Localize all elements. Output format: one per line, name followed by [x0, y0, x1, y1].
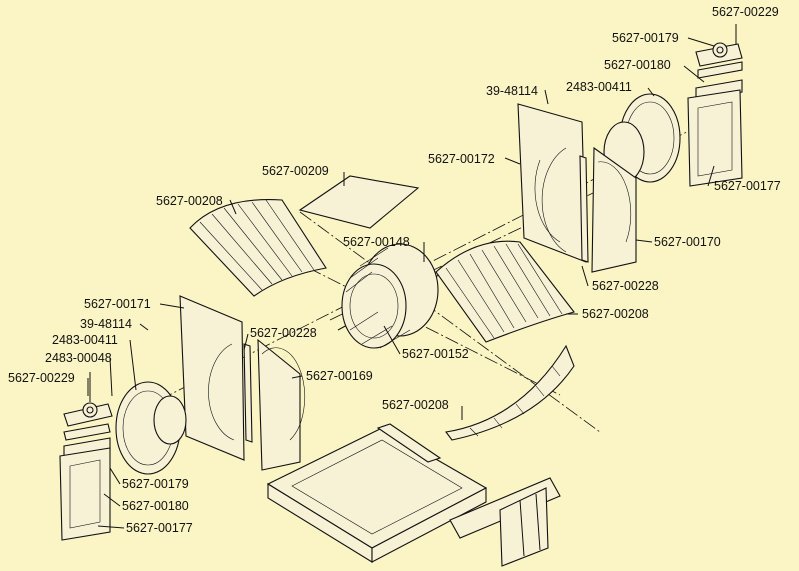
part-label: 39-48114 [486, 84, 538, 98]
right-bearing-assembly [687, 42, 743, 187]
leader-lines [87, 24, 737, 529]
part-label: 5627-00177 [126, 521, 193, 535]
part-label: 5627-00171 [84, 297, 151, 311]
right-scroll-housing [435, 240, 575, 343]
part-label: 5627-00179 [612, 31, 679, 45]
part-labels: 5627-00229 5627-00179 5627-00180 39-4811… [8, 5, 781, 535]
part-label: 2483-00411 [566, 80, 632, 94]
part-label: 5627-00229 [8, 371, 75, 385]
part-label: 5627-00179 [122, 477, 189, 491]
part-label: 5627-00177 [714, 179, 781, 193]
right-inlet-cone [603, 93, 681, 183]
top-cover-plate [298, 175, 420, 229]
part-label: 5627-00208 [382, 398, 449, 412]
part-label: 5627-00228 [250, 326, 317, 340]
part-label: 5627-00208 [156, 194, 223, 208]
right-side-panel [517, 103, 587, 263]
upper-left-scroll [189, 199, 327, 297]
part-label: 5627-00209 [262, 164, 329, 178]
part-label: 5627-00228 [592, 279, 659, 293]
part-label: 5627-00170 [654, 235, 721, 249]
fan-wheel [337, 243, 471, 349]
lower-scroll [445, 344, 575, 441]
part-label: 5627-00172 [428, 152, 495, 166]
left-inlet-cone [115, 381, 187, 475]
left-cutoff-plates [243, 338, 306, 471]
part-label: 5627-00180 [604, 58, 671, 72]
part-label: 2483-00411 [52, 333, 118, 347]
part-label: 5627-00169 [306, 369, 373, 383]
part-label: 5627-00152 [402, 347, 469, 361]
part-label: 5627-00208 [582, 307, 649, 321]
part-label: 39-48114 [80, 317, 132, 331]
part-label: 2483-00048 [45, 351, 112, 365]
base-frame [266, 423, 561, 567]
left-bearing-assembly [59, 372, 113, 541]
right-cutoff-plates [579, 146, 637, 273]
left-side-panel [179, 295, 245, 461]
part-label: 5627-00180 [122, 499, 189, 513]
part-label: 5627-00229 [712, 5, 779, 19]
part-label: 5627-00148 [343, 235, 410, 249]
